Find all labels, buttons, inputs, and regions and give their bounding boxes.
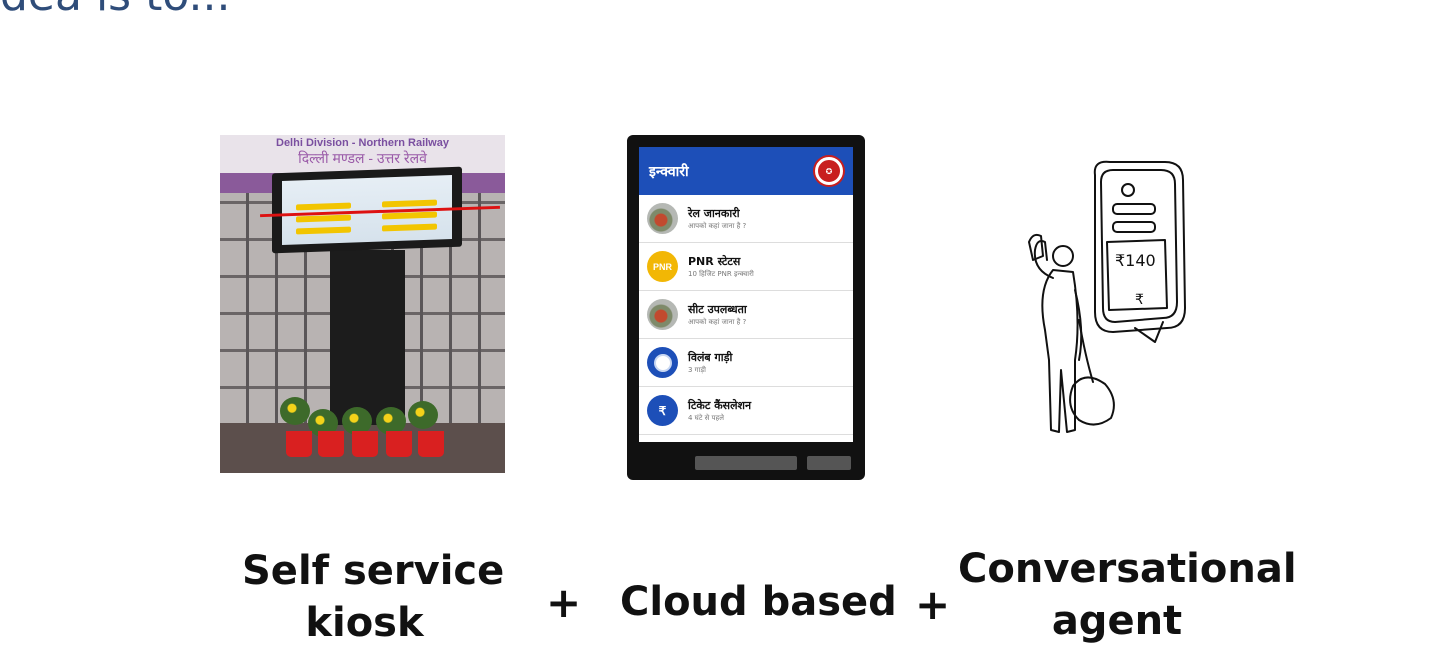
sketch-person-head — [1052, 245, 1074, 267]
sketch-phone-outline — [1093, 160, 1186, 333]
kiosk-banner: Delhi Division - Northern Railway दिल्ली… — [220, 135, 505, 175]
caption-agent-line1: Conversational — [958, 546, 1297, 592]
app-bar: इन्क्वारी ✪ — [639, 147, 853, 195]
phone-screen: इन्क्वारी ✪ रेल जानकारी आपको कहां जाना ह… — [639, 147, 853, 442]
app-title: इन्क्वारी — [649, 163, 689, 180]
list-item-title: PNR स्टेटस — [688, 254, 741, 268]
sketch-field — [1112, 203, 1156, 215]
kiosk-display-button — [382, 199, 437, 208]
clock-icon — [647, 347, 678, 378]
list-item-title: सीट उपलब्धता — [688, 302, 747, 316]
pot — [418, 431, 444, 457]
train-photo-icon — [647, 299, 678, 330]
kiosk-photo: Delhi Division - Northern Railway दिल्ली… — [220, 135, 505, 473]
sketch-phone-inner — [1100, 169, 1178, 323]
kiosk-display-button — [382, 223, 437, 232]
pot — [386, 431, 412, 457]
list-item[interactable]: विलंब गाड़ी 3 गाड़ी — [639, 339, 853, 387]
list-item[interactable]: रेल जानकारी आपको कहां जाना है ? — [639, 195, 853, 243]
rupee-icon: ₹ — [647, 395, 678, 426]
kiosk-display-button — [296, 226, 351, 235]
sketch-handheld-phone — [1028, 233, 1044, 261]
plant — [280, 397, 310, 425]
plus-sign: + — [915, 580, 951, 629]
caption-self-service-kiosk: Self service kiosk — [242, 545, 505, 649]
caption-kiosk-line1: Self service — [242, 548, 505, 594]
sketch-field — [1112, 221, 1156, 233]
phone-nav-bar[interactable] — [695, 456, 797, 470]
plant — [408, 401, 438, 429]
list-item-subtitle: आपको कहां जाना है ? — [688, 221, 747, 230]
railway-logo-icon[interactable]: ✪ — [815, 157, 843, 185]
list-item-title: रेल जानकारी — [688, 206, 740, 220]
caption-agent-line2: agent — [1051, 598, 1183, 644]
list-item-subtitle: आपको कहां जाना है ? — [688, 317, 747, 326]
pot — [318, 431, 344, 457]
list-item-subtitle: 3 गाड़ी — [688, 365, 706, 374]
pot — [352, 431, 378, 457]
plus-sign: + — [546, 578, 582, 627]
flower-pots — [280, 397, 450, 457]
plant — [376, 407, 406, 435]
pnr-icon: PNR — [647, 251, 678, 282]
kiosk-display-button — [296, 202, 351, 211]
pot — [286, 431, 312, 457]
list-item-subtitle: 10 हिजिट PNR इन्क्वारी — [688, 269, 754, 278]
plant — [342, 407, 372, 435]
list-item-title: विलंब गाड़ी — [688, 350, 733, 364]
train-photo-icon — [647, 203, 678, 234]
list-item-title: टिकेट कैंसलेशन — [688, 398, 752, 412]
sketch-bag — [1069, 376, 1115, 426]
kiosk-display-button — [382, 211, 437, 220]
list-item[interactable]: ₹ टिकेट कैंसलेशन 4 घंटे से पहले — [639, 387, 853, 435]
list-item[interactable]: सीट उपलब्धता आपको कहां जाना है ? — [639, 291, 853, 339]
phone-mockup: इन्क्वारी ✪ रेल जानकारी आपको कहां जाना ह… — [627, 135, 865, 480]
sketch-speech-tail — [1134, 321, 1164, 343]
sketch-screen-box — [1106, 239, 1168, 311]
slide-heading: dea is to... — [0, 0, 230, 21]
caption-kiosk-line2: kiosk — [305, 600, 424, 646]
sketch-amount-text: ₹140 — [1115, 251, 1156, 270]
phone-nav-bar[interactable] — [807, 456, 851, 470]
kiosk-banner-line1: Delhi Division - Northern Railway — [276, 137, 449, 149]
caption-cloud-based: Cloud based — [620, 579, 897, 625]
list-item[interactable]: PNR PNR स्टेटस 10 हिजिट PNR इन्क्वारी — [639, 243, 853, 291]
sketch-rupee-mark: ₹ — [1135, 292, 1144, 308]
kiosk-banner-line2: दिल्ली मण्डल - उत्तर रेलवे — [298, 150, 427, 166]
kiosk-stand — [330, 250, 405, 425]
sketch-phone-button — [1121, 183, 1135, 197]
list-item-subtitle: 4 घंटे से पहले — [688, 413, 724, 422]
caption-conversational-agent: Conversational agent — [958, 543, 1297, 647]
kiosk-display-button — [296, 214, 351, 223]
conversational-agent-sketch: ₹140 ₹ — [1028, 160, 1186, 433]
